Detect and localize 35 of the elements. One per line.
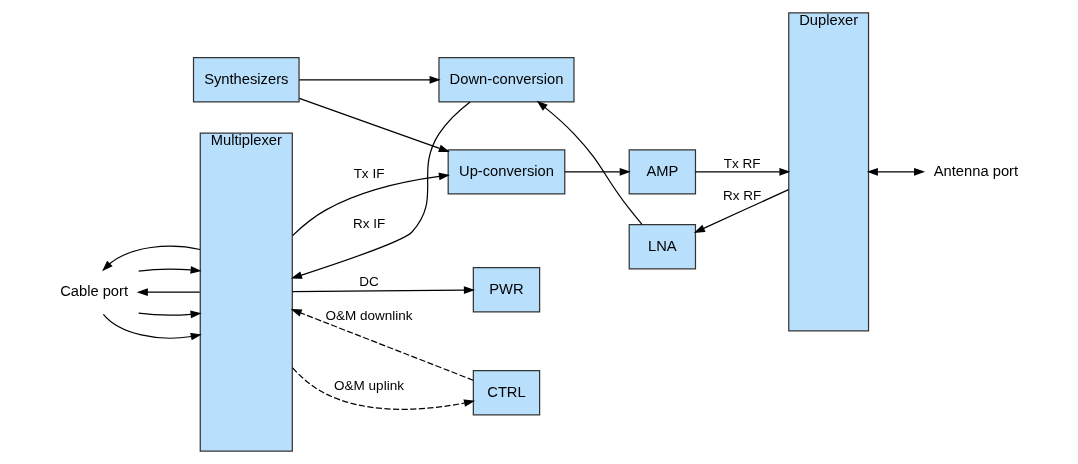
arrow [694,168,791,176]
arrow [564,168,631,176]
arrow [693,189,790,233]
edge-label: Rx RF [723,187,762,203]
edge-label: Tx IF [353,165,385,181]
node-box: Synthesizers [192,57,300,103]
arrow [298,75,441,84]
arrow [138,266,202,274]
node-box: Down-conversion [438,57,575,103]
arrow [290,309,474,381]
node-box: AMP [628,149,697,195]
edge-label: Tx RF [723,155,761,171]
arrow [290,101,471,279]
arrow [292,367,476,410]
arrow [298,97,450,153]
edge-label: O&M downlink [325,308,413,324]
arrow [866,168,926,176]
arrow [136,288,201,296]
edge-label: DC [359,273,379,289]
node-box: CTRL [472,370,541,416]
arrow [102,245,201,272]
node-box: PWR [472,266,541,313]
arrow [138,310,202,319]
arrow [291,172,450,237]
arrow [102,313,202,341]
node-box: Duplexer [788,12,870,332]
node-box: LNA [628,224,697,270]
node-box: Up-conversion [447,149,566,195]
edge-label: O&M uplink [334,378,404,394]
node-text: Antenna port [933,162,1019,179]
node-box: Multiplexer [199,132,293,452]
arrow [536,100,643,225]
edge-label: Rx IF [352,216,386,232]
arrow [291,286,475,294]
node-text: Cable port [60,282,129,299]
